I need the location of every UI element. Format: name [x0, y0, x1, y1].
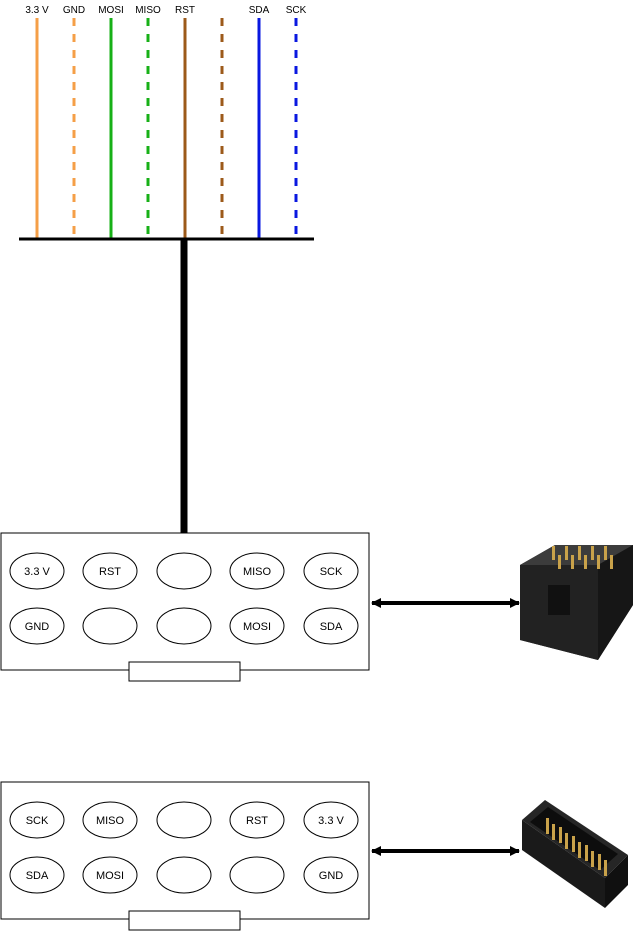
pin-top-2 — [82, 552, 138, 590]
header-photo-1 — [520, 545, 633, 660]
pin-top-5 — [303, 801, 359, 839]
pin-label: GND — [319, 870, 344, 882]
header-pin — [578, 546, 581, 560]
pin-label: SDA — [26, 870, 49, 882]
pin-top-4 — [229, 552, 285, 590]
pin-bottom-2 — [82, 856, 138, 894]
header-pin — [572, 836, 575, 852]
pin-bottom-4 — [229, 607, 285, 645]
connector-2: SCK MISO RST 3.3 V SDA MOSI GND — [0, 781, 370, 931]
pin-label: MOSI — [243, 621, 271, 633]
header-pin — [604, 546, 607, 560]
wire-label: SDA — [249, 5, 270, 16]
header-pin — [610, 555, 613, 569]
wire-labels: 3.3 V GND MOSI MISO RST SDA SCK — [25, 5, 306, 16]
pin-bottom-5 — [303, 607, 359, 645]
header-pin — [565, 546, 568, 560]
connector-1: 3.3 V RST MISO SCK GND MOSI SDA — [0, 532, 370, 682]
wire-label: SCK — [286, 5, 307, 16]
header-pin — [578, 842, 581, 858]
pin-label: SCK — [320, 566, 343, 578]
pin-label: RST — [246, 815, 268, 827]
pin-label: GND — [25, 621, 50, 633]
header-pin — [552, 546, 555, 560]
header-pin — [565, 833, 568, 849]
header-photo-2 — [522, 800, 628, 908]
pin-label: 3.3 V — [318, 815, 344, 827]
pin-label: MISO — [243, 566, 272, 578]
wire-label: MOSI — [98, 5, 124, 16]
pin-label: RST — [99, 566, 121, 578]
header-pin — [558, 555, 561, 569]
wire-group — [35, 18, 298, 239]
connector-key — [128, 661, 241, 682]
header-pin — [598, 854, 601, 870]
header-pin — [585, 845, 588, 861]
header-pin — [571, 555, 574, 569]
pin-top-1 — [9, 552, 65, 590]
pin-top-5 — [303, 552, 359, 590]
pin-bottom-5 — [303, 856, 359, 894]
pin-bottom-4 — [229, 856, 285, 894]
pin-bottom-3 — [156, 607, 212, 645]
header-pin — [552, 824, 555, 840]
header-pin — [591, 546, 594, 560]
wire-label: MISO — [135, 5, 161, 16]
pin-bottom-2 — [82, 607, 138, 645]
pin-label: MISO — [96, 815, 125, 827]
pin-bottom-1 — [9, 856, 65, 894]
wire-label: 3.3 V — [25, 5, 49, 16]
pin-top-2 — [82, 801, 138, 839]
pin-top-3 — [156, 552, 212, 590]
pin-bottom-3 — [156, 856, 212, 894]
pin-top-4 — [229, 801, 285, 839]
header-pin — [546, 818, 549, 834]
header-pin — [584, 555, 587, 569]
pin-bottom-1 — [9, 607, 65, 645]
pin-label: SCK — [26, 815, 49, 827]
header-pin — [559, 827, 562, 843]
header-pin — [591, 851, 594, 867]
header-pin — [597, 555, 600, 569]
connector-key — [128, 910, 241, 931]
wire-label: GND — [63, 5, 85, 16]
pin-label: 3.3 V — [24, 566, 50, 578]
pin-top-3 — [156, 801, 212, 839]
pin-top-1 — [9, 801, 65, 839]
wire-label: RST — [175, 5, 195, 16]
pin-label: MOSI — [96, 870, 124, 882]
pin-label: SDA — [320, 621, 343, 633]
header-pin — [604, 860, 607, 876]
